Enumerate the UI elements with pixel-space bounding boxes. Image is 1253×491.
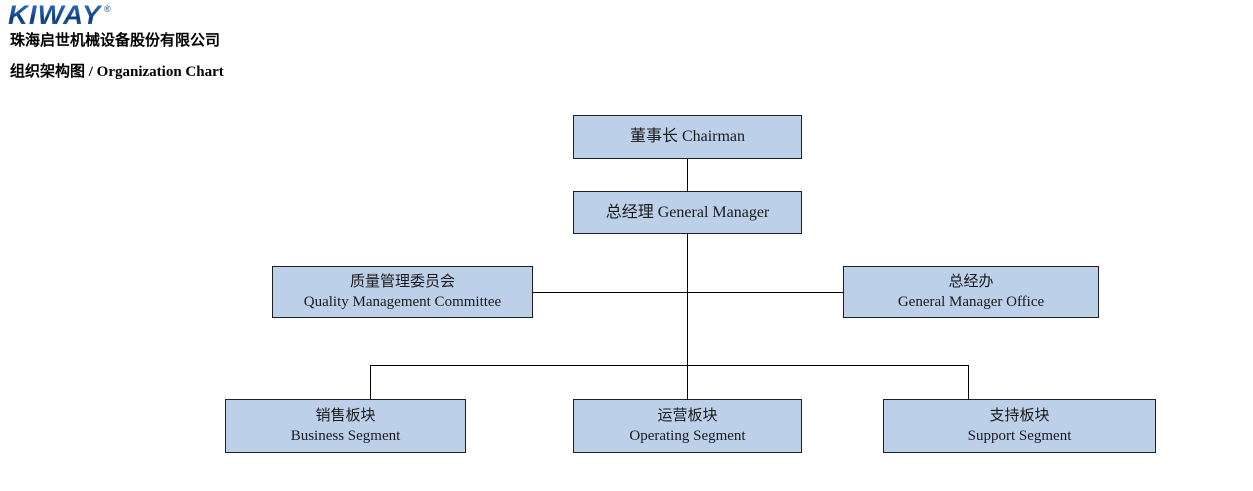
node-operating-segment[interactable]: 运营板块 Operating Segment [573,399,802,453]
node-business-segment-label-en: Business Segment [290,428,401,444]
connector-to-support-segment [968,365,969,399]
node-general-manager-label: 总经理 General Manager [605,203,770,221]
connector-to-business-segment [370,365,371,399]
node-business-segment[interactable]: 销售板块 Business Segment [225,399,466,453]
connector-to-operating-segment [687,365,688,399]
node-chairman-label: 董事长 Chairman [629,128,746,146]
node-operating-segment-label-cn: 运营板块 [657,407,718,424]
node-support-segment-label-cn: 支持板块 [989,407,1050,424]
node-quality-management-committee[interactable]: 质量管理委员会 Quality Management Committee [272,266,533,318]
node-general-manager[interactable]: 总经理 General Manager [573,191,802,234]
node-qmc-label-en: Quality Management Committee [303,294,502,310]
registered-trademark-icon: ® [104,4,111,14]
company-name: 珠海启世机械设备股份有限公司 [10,33,221,49]
connector-chairman-to-gm [687,159,688,192]
node-support-segment-label-en: Support Segment [967,428,1072,444]
node-support-segment[interactable]: 支持板块 Support Segment [883,399,1156,453]
node-gmo-label-cn: 总经办 [948,273,994,290]
connector-gm-spine [687,234,688,366]
kiway-logo-text: KIWAY [8,0,102,30]
node-gmo-label-en: General Manager Office [897,294,1045,310]
node-operating-segment-label-en: Operating Segment [629,428,746,444]
node-qmc-label-cn: 质量管理委员会 [349,273,455,290]
connector-gm-to-qmc [532,292,688,293]
page-title: 组织架构图 / Organization Chart [10,64,224,80]
node-chairman[interactable]: 董事长 Chairman [573,115,802,159]
connector-distribution-bar [370,365,969,366]
node-general-manager-office[interactable]: 总经办 General Manager Office [843,266,1099,318]
connector-gm-to-gmo [687,292,844,293]
node-business-segment-label-cn: 销售板块 [315,407,376,424]
